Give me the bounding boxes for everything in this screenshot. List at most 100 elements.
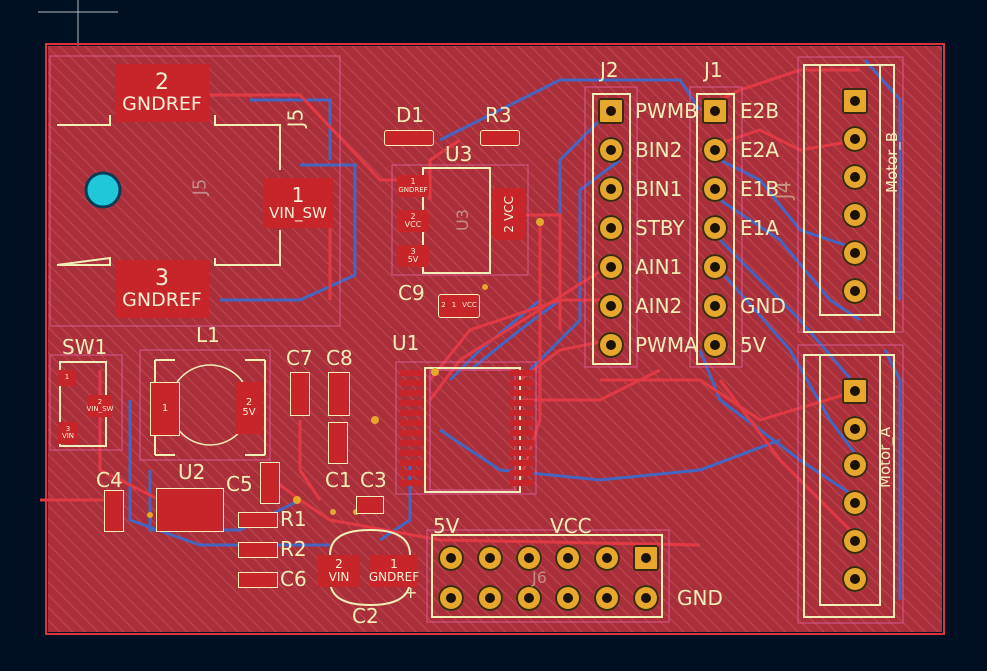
u1-pin-8[interactable]	[400, 440, 424, 446]
u1-pin-24[interactable]	[510, 480, 534, 486]
j5-pad-1[interactable]: 1 VIN_SW	[263, 178, 333, 228]
u3-pad-1-net: GNDREF	[398, 185, 428, 194]
c7-pads[interactable]	[290, 372, 310, 416]
u3-pad-3-num: 3	[410, 246, 416, 256]
c2-pad-2[interactable]: 2 VIN	[318, 555, 360, 587]
j2-pin-6[interactable]	[598, 293, 624, 319]
u1-pin-21[interactable]	[510, 450, 534, 456]
j5-pad-3[interactable]: 3 GNDREF	[115, 260, 209, 318]
sw1-pad-2[interactable]: 2 VIN_SW	[87, 395, 113, 417]
u1-pin-5[interactable]	[400, 410, 424, 416]
j4-pad-1[interactable]	[842, 88, 868, 114]
c1-pads[interactable]	[328, 422, 348, 464]
j3-pad-4[interactable]	[842, 490, 868, 516]
j5-pad-2[interactable]: 2 GNDREF	[115, 64, 209, 122]
motor-b-label: Motor_B	[883, 131, 901, 193]
u1-pin-16[interactable]	[510, 400, 534, 406]
u3-pad-1[interactable]: 1 GNDREF	[397, 175, 429, 197]
c2-pad-1[interactable]: 1 GNDREF	[368, 555, 420, 587]
u3-tab[interactable]: 2 VCC	[492, 188, 526, 240]
c5-pads[interactable]	[260, 462, 280, 504]
u1-pin-13[interactable]	[510, 370, 534, 376]
u1-pin-2[interactable]	[400, 380, 424, 386]
u1-pin-12[interactable]	[400, 480, 424, 486]
u1-pin-14[interactable]	[510, 380, 534, 386]
j6-pin-8[interactable]	[477, 585, 503, 611]
u2-body[interactable]	[156, 488, 224, 532]
j2-pin-1[interactable]	[598, 98, 624, 124]
u1-pin-4[interactable]	[400, 400, 424, 406]
j4-pad-3[interactable]	[842, 164, 868, 190]
j6-pin-9[interactable]	[516, 585, 542, 611]
j1-pin-4[interactable]	[702, 215, 728, 241]
u1-pin-10[interactable]	[400, 460, 424, 466]
l1-pad-2[interactable]: 2 5V	[235, 382, 263, 434]
r2-pads[interactable]	[238, 542, 278, 558]
sw1-pad-1[interactable]: 1	[58, 370, 76, 386]
j1-pin-2[interactable]	[702, 137, 728, 163]
u3-pad-3[interactable]: 3 5V	[397, 245, 429, 267]
j1-pin-6[interactable]	[702, 293, 728, 319]
j6-pin-1[interactable]	[438, 545, 464, 571]
j3-pad-3[interactable]	[842, 452, 868, 478]
c4-pads[interactable]	[104, 490, 124, 532]
j4-pad-6[interactable]	[842, 278, 868, 304]
j6-pin-12[interactable]	[633, 585, 659, 611]
j6-pin-4[interactable]	[555, 545, 581, 571]
ref-u1: U1	[392, 331, 420, 355]
j1-pin-5[interactable]	[702, 254, 728, 280]
j3-pad-2[interactable]	[842, 416, 868, 442]
j1-pin-label: E2B	[740, 99, 780, 123]
u1-pin-6[interactable]	[400, 420, 424, 426]
j2-pin-5[interactable]	[598, 254, 624, 280]
j6-pin-11[interactable]	[594, 585, 620, 611]
u1-pin-1[interactable]	[400, 370, 424, 376]
u1-pin-11[interactable]	[400, 470, 424, 476]
u1-pin-17[interactable]	[510, 410, 534, 416]
u1-pin-7[interactable]	[400, 430, 424, 436]
c6-pads[interactable]	[238, 572, 278, 588]
c9-pads[interactable]: 2 1 VCC	[438, 294, 480, 318]
j6-pin-3[interactable]	[516, 545, 542, 571]
u3-tab-text: 2 VCC	[502, 196, 516, 233]
j3-pad-5[interactable]	[842, 528, 868, 554]
l1-pad-1[interactable]: 1	[150, 382, 180, 436]
j3-pad-6[interactable]	[842, 566, 868, 592]
c3-pads[interactable]	[356, 496, 384, 514]
c8-pads[interactable]	[328, 372, 350, 416]
j2-pin-4[interactable]	[598, 215, 624, 241]
c2-pad-1-net: GNDREF	[368, 570, 420, 584]
j1-pin-7[interactable]	[702, 332, 728, 358]
u1-pin-22[interactable]	[510, 460, 534, 466]
j6-pin-5[interactable]	[594, 545, 620, 571]
j3-pad-1[interactable]	[842, 378, 868, 404]
j4-pad-4[interactable]	[842, 202, 868, 228]
j1-pin-1[interactable]	[702, 98, 728, 124]
u1-pin-9[interactable]	[400, 450, 424, 456]
j6-pin-10[interactable]	[555, 585, 581, 611]
j6-pin-7[interactable]	[438, 585, 464, 611]
j4-pad-2[interactable]	[842, 126, 868, 152]
u1-pin-20[interactable]	[510, 440, 534, 446]
j5-pad-1-num: 1	[291, 182, 305, 207]
sw1-pad-3[interactable]: 3 VIN	[58, 422, 78, 444]
u1-pin-15[interactable]	[510, 390, 534, 396]
u3-pad-2[interactable]: 2 VCC	[397, 210, 429, 232]
u1-pin-23[interactable]	[510, 470, 534, 476]
d1-pads[interactable]	[384, 130, 434, 146]
j1-pin-3[interactable]	[702, 176, 728, 202]
j2-pin-2[interactable]	[598, 137, 624, 163]
u1-pin-18[interactable]	[510, 420, 534, 426]
r3-pads[interactable]	[480, 130, 520, 146]
j1-pin-label: E1A	[740, 216, 780, 240]
j6-pin-2[interactable]	[477, 545, 503, 571]
r1-pads[interactable]	[238, 512, 278, 528]
u1-pin-19[interactable]	[510, 430, 534, 436]
j2-pin-label: AIN2	[635, 294, 683, 318]
u1-pin-3[interactable]	[400, 390, 424, 396]
j4-pad-5[interactable]	[842, 240, 868, 266]
j6-pin-6[interactable]	[633, 545, 659, 571]
j2-pin-3[interactable]	[598, 176, 624, 202]
j2-pin-7[interactable]	[598, 332, 624, 358]
j6-label-vcc: VCC	[550, 514, 592, 538]
